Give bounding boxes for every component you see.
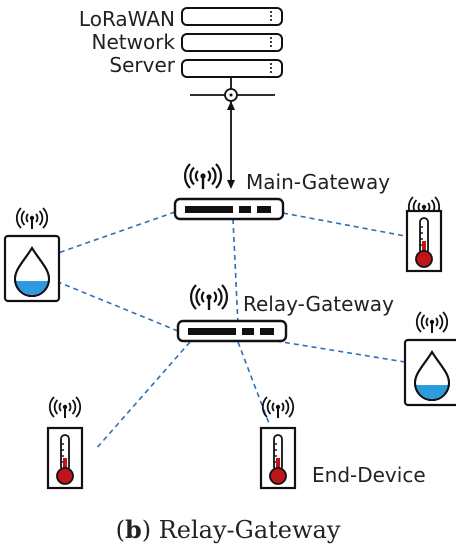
end-device-label: End-Device xyxy=(312,463,426,487)
caption-tag: b xyxy=(124,515,142,544)
thermometer-icon xyxy=(405,209,443,273)
link-relay-water-right xyxy=(275,340,406,363)
water-sensor-icon xyxy=(3,234,61,303)
radio-links xyxy=(57,211,406,451)
main-gateway-label: Main-Gateway xyxy=(246,170,391,194)
link-main-water-left xyxy=(57,211,176,254)
link-main-relay xyxy=(232,218,239,326)
link-main-thermo-right xyxy=(282,212,406,237)
thermometer-icon xyxy=(46,426,84,490)
antenna-icon xyxy=(48,396,82,419)
antenna-icon xyxy=(15,207,49,230)
server-label: LoRaWAN Network Server xyxy=(55,8,175,77)
link-relay-thermo-left xyxy=(94,341,191,451)
caption-text: Relay-Gateway xyxy=(158,516,341,544)
link-relay-water-left xyxy=(57,281,179,332)
water-sensor-icon xyxy=(403,338,456,407)
antenna-icon xyxy=(415,311,449,334)
antenna-icon xyxy=(189,283,229,312)
water-sensor-right xyxy=(403,311,456,407)
server-label-line-1: LoRaWAN xyxy=(78,7,175,31)
thermometer-right xyxy=(405,196,443,273)
server-icon xyxy=(181,7,283,102)
thermometer-icon xyxy=(259,426,297,490)
gateway-icon xyxy=(173,197,285,221)
antenna-icon xyxy=(183,162,223,191)
water-sensor-left xyxy=(3,207,61,303)
backhaul-link xyxy=(227,101,235,189)
server-label-line-2: Network xyxy=(91,30,175,54)
antenna-icon xyxy=(261,396,295,419)
gateway-icon xyxy=(176,319,288,343)
link-relay-thermo-bottom xyxy=(237,341,271,427)
relay-gateway-label: Relay-Gateway xyxy=(243,292,394,316)
figure-caption: (b) Relay-Gateway xyxy=(115,515,341,544)
thermometer-left xyxy=(46,396,84,490)
thermometer-bottom xyxy=(259,396,297,490)
server-label-line-3: Server xyxy=(109,53,175,77)
